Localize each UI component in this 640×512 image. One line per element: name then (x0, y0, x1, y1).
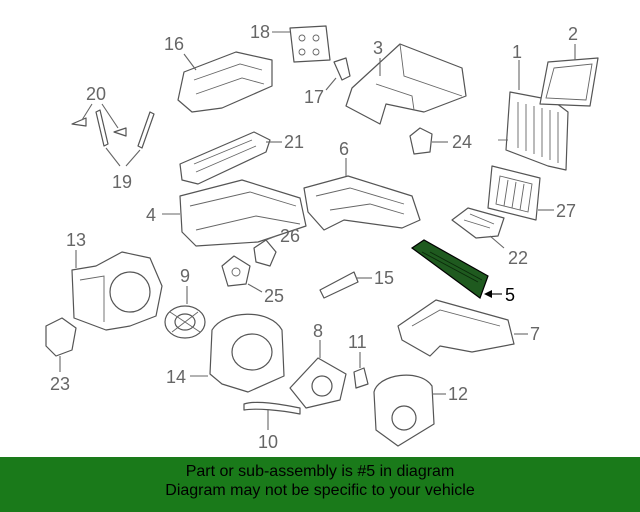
part-11-resistor (353, 367, 369, 389)
banner-line-disclaimer: Diagram may not be specific to your vehi… (165, 482, 475, 499)
callout-group-2: 2 (568, 24, 578, 60)
callout-group-4: 4 (146, 205, 180, 225)
callout-2: 2 (568, 24, 578, 44)
callout-7: 7 (530, 324, 540, 344)
callout-25: 25 (264, 286, 284, 306)
callout-group-3: 3 (373, 38, 383, 76)
part-18-switch-block (289, 25, 331, 63)
part-25-actuator (221, 255, 251, 287)
callout-15: 15 (374, 268, 394, 288)
part-6-heater-case (303, 175, 421, 231)
callout-6: 6 (339, 139, 349, 159)
callout-27: 27 (556, 201, 576, 221)
callout-group-20: 20 (81, 84, 119, 129)
parts-diagram: 1 2 3 4 5 6 (45, 22, 599, 452)
part-15-filter-element (319, 271, 359, 299)
part-4-lower-case (179, 179, 307, 247)
callout-21: 21 (284, 132, 304, 152)
part-16-control-module (177, 51, 273, 113)
callout-20: 20 (86, 84, 106, 104)
callout-group-8: 8 (313, 321, 323, 358)
callout-group-10: 10 (258, 410, 278, 452)
part-8-motor-plate (289, 357, 347, 409)
part-3-upper-case (345, 43, 467, 125)
callout-13: 13 (66, 230, 86, 250)
callout-18: 18 (250, 22, 270, 42)
callout-1: 1 (512, 42, 522, 62)
callout-group-27: 27 (538, 201, 576, 221)
callout-23: 23 (50, 374, 70, 394)
leader-line-16 (183, 53, 197, 71)
callout-group-23: 23 (50, 356, 70, 394)
callout-3: 3 (373, 38, 383, 58)
leader-line-17 (325, 77, 337, 91)
callout-group-12: 12 (432, 384, 468, 404)
callout-11: 11 (348, 332, 367, 352)
callout-group-17: 17 (304, 77, 337, 107)
part-1-heater-core (498, 91, 569, 171)
callout-group-14: 14 (166, 367, 208, 387)
callout-group-22: 22 (489, 235, 528, 268)
callout-14: 14 (166, 367, 186, 387)
part-13-blower-case (71, 251, 163, 331)
callout-group-21: 21 (266, 132, 304, 152)
callout-9: 9 (180, 266, 190, 286)
callout-group-25: 25 (247, 283, 284, 306)
part-7-lower-housing (397, 299, 515, 357)
callout-4: 4 (146, 205, 156, 225)
part-2-filter (539, 57, 599, 107)
callout-group-6: 6 (339, 139, 349, 176)
callout-24: 24 (452, 132, 472, 152)
part-12-actuator (373, 374, 435, 447)
callout-5: 5 (505, 285, 515, 305)
part-21-door (179, 131, 271, 185)
part-9-blower-wheel (164, 305, 206, 339)
callout-group-13: 13 (66, 230, 86, 268)
callout-12: 12 (448, 384, 468, 404)
leader-line-25 (247, 283, 263, 293)
callout-17: 17 (304, 87, 324, 107)
callout-group-24: 24 (432, 132, 472, 152)
part-19-springs (95, 109, 155, 149)
part-17-clip (333, 57, 351, 81)
callout-26: 26 (280, 226, 300, 246)
callout-group-26: 26 (265, 226, 300, 246)
part-27-filter-housing (487, 165, 541, 221)
callout-group-9: 9 (180, 266, 190, 304)
banner-line-part-number: Part or sub-assembly is #5 in diagram (185, 463, 455, 480)
callout-group-18: 18 (250, 22, 290, 42)
callout-22: 22 (508, 248, 528, 268)
callout-group-11: 11 (348, 332, 367, 368)
callout-16: 16 (164, 34, 184, 54)
part-10-hose (243, 401, 301, 415)
leader-line-19 (105, 147, 141, 167)
callout-group-19: 19 (105, 147, 141, 192)
part-26-bracket (253, 239, 277, 267)
callout-group-7: 7 (514, 324, 540, 344)
callout-group-1: 1 (512, 42, 522, 90)
callout-group-5: 5 (484, 285, 515, 305)
part-22-mode-door (451, 207, 505, 239)
leader-arrow-5 (484, 290, 492, 298)
part-14-blower-housing (209, 313, 285, 393)
info-banner: Part or sub-assembly is #5 in diagram Di… (0, 457, 640, 512)
part-5-evaporator-core (410, 239, 489, 299)
callout-group-16: 16 (164, 34, 197, 71)
callout-group-15: 15 (356, 268, 394, 288)
leader-line-26 (265, 235, 277, 241)
leader-line-20 (81, 103, 119, 129)
callout-8: 8 (313, 321, 323, 341)
part-23-module (45, 317, 77, 357)
part-24-sensor (409, 127, 433, 155)
leader-line-22 (489, 235, 505, 249)
callout-10: 10 (258, 432, 278, 452)
callout-19: 19 (112, 172, 132, 192)
